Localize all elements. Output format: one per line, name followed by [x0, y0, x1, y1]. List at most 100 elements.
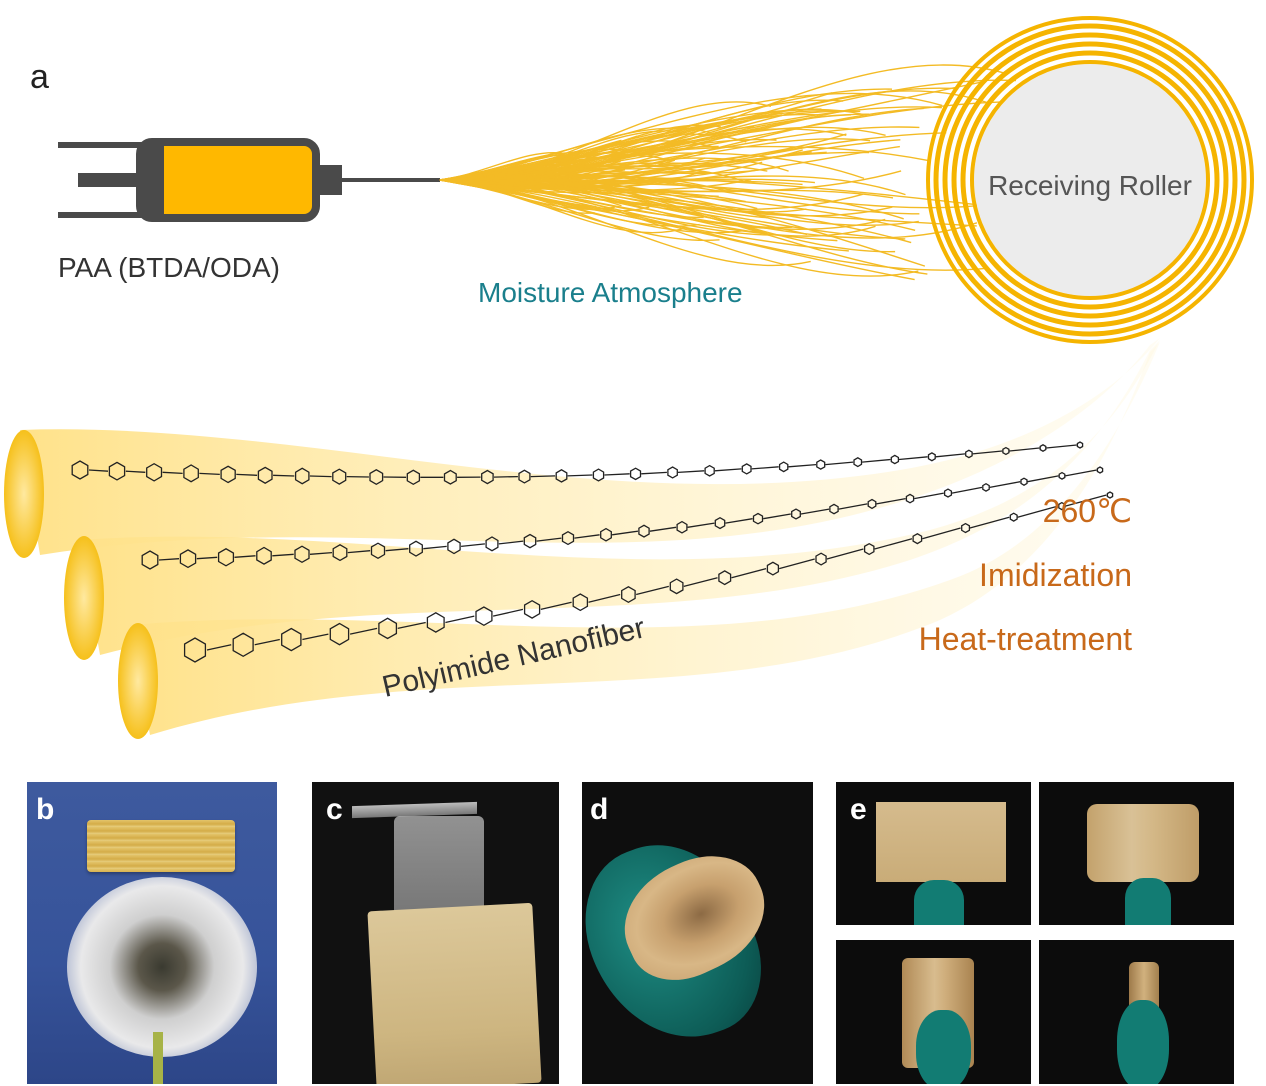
glove-hand	[1117, 1000, 1169, 1084]
benzene-ring	[927, 452, 936, 462]
dandelion-stem	[153, 1032, 163, 1084]
chain-bond	[687, 522, 715, 528]
benzene-ring	[220, 465, 236, 484]
chain-bond	[1027, 475, 1059, 483]
chain-bond	[862, 458, 891, 463]
benzene-ring	[443, 469, 457, 485]
chain-bond	[779, 558, 815, 570]
benzene-ring	[332, 468, 347, 485]
panel-a-letter: a	[30, 58, 49, 96]
fiber-strand	[439, 179, 616, 211]
nanofiber-tubes	[4, 338, 1160, 739]
benzene-ring	[294, 545, 310, 564]
glove-hand	[916, 1010, 971, 1084]
benzene-ring	[667, 466, 678, 479]
benzene-ring	[232, 632, 254, 658]
chain-bond	[88, 469, 109, 472]
chain-bond	[969, 516, 1010, 529]
benzene-ring	[329, 622, 350, 646]
panel-b-letter: b	[36, 793, 55, 826]
chain-bond	[234, 555, 256, 558]
atmosphere-label: Moisture Atmosphere	[478, 277, 743, 308]
heat-treatment-label: Heat-treatment	[919, 621, 1133, 657]
panel-c-photo	[312, 782, 559, 1084]
imidization-label: Imidization	[979, 557, 1132, 593]
benzene-ring	[676, 520, 688, 534]
benzene-ring	[370, 542, 386, 560]
chain-bond	[302, 633, 329, 641]
benzene-ring	[943, 488, 953, 498]
fiber-strand	[439, 64, 1008, 184]
chain-bond	[125, 470, 146, 473]
chain-bond	[349, 627, 378, 635]
chain-bond	[922, 527, 961, 540]
benzene-ring	[592, 468, 605, 482]
benzene-ring	[1020, 477, 1028, 486]
benzene-ring	[1096, 466, 1104, 474]
panel-b-photo	[27, 782, 277, 1084]
chain-bond	[972, 450, 1003, 455]
panel-a-diagram: PAA (BTDA/ODA) Moisture Atmosphere Recei…	[4, 16, 1254, 739]
fiber-strand	[439, 179, 919, 277]
aerogel-sheet-bent	[1087, 804, 1199, 882]
chain-bond	[1017, 505, 1059, 518]
chain-bond	[838, 503, 868, 510]
benzene-ring	[108, 461, 126, 481]
benzene-ring	[183, 637, 207, 663]
chain-bond	[309, 475, 332, 478]
benzene-ring	[629, 467, 642, 481]
chain-bond	[574, 534, 600, 539]
benzene-ring	[378, 617, 398, 640]
benzene-ring	[890, 454, 900, 465]
benzene-ring	[905, 493, 915, 504]
benzene-ring	[1002, 446, 1010, 456]
chain-bond	[989, 481, 1021, 489]
benzene-ring	[475, 606, 493, 627]
panel-e-photo-3	[836, 940, 1031, 1084]
benzene-ring	[369, 469, 384, 486]
benzene-ring	[669, 578, 684, 595]
chain-bond	[951, 486, 983, 494]
chain-bond	[1065, 494, 1107, 507]
chain-bond	[731, 567, 767, 579]
glove-hand	[1125, 878, 1171, 925]
temperature-label: 260℃	[1043, 493, 1132, 529]
benzene-ring	[518, 469, 531, 484]
fiber-strand	[439, 79, 1017, 181]
benzene-ring	[621, 586, 636, 604]
fiber-strand	[439, 132, 947, 183]
chain-bond	[763, 513, 791, 520]
benzene-ring	[281, 627, 302, 652]
chain-bond	[199, 472, 220, 476]
benzene-ring	[718, 570, 732, 586]
chain-bond	[788, 463, 817, 468]
benzene-ring	[523, 599, 541, 619]
chain-bond	[347, 550, 371, 554]
benzene-ring	[183, 464, 199, 483]
benzene-ring	[867, 498, 877, 510]
chain-bond	[649, 526, 677, 532]
benzene-ring	[447, 538, 461, 555]
benzene-ring	[982, 482, 990, 492]
chain-bond	[935, 453, 966, 458]
benzene-ring	[426, 612, 445, 633]
benzene-ring	[523, 533, 537, 549]
benzene-ring	[71, 460, 89, 480]
fiber-strand	[439, 128, 847, 181]
benzene-ring	[912, 533, 923, 545]
chain-bond	[874, 538, 913, 550]
chain-bond	[158, 558, 180, 561]
chain-bond	[461, 543, 485, 548]
aerogel-block	[87, 820, 235, 872]
chain-bond	[1065, 469, 1097, 477]
chain-bond	[493, 475, 518, 478]
chain-bond	[898, 456, 928, 461]
benzene-ring	[1039, 444, 1047, 452]
benzene-ring	[179, 549, 197, 569]
benzene-ring	[1058, 471, 1066, 480]
chain-bond	[876, 497, 906, 505]
chain-bond	[236, 473, 258, 476]
chain-bond	[641, 471, 667, 475]
benzene-ring	[853, 457, 863, 468]
benzene-ring	[704, 464, 715, 477]
